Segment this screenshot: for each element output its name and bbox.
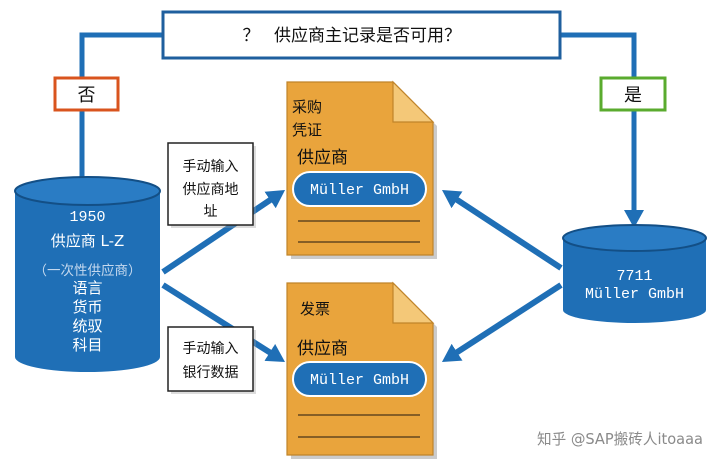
vendor-field-reconciliation: 统驭 xyxy=(72,317,102,335)
vendor-name-pill-text: Müller GmbH xyxy=(310,182,409,199)
callout-box xyxy=(167,326,254,392)
callout-box xyxy=(167,142,254,226)
arrow-master-to-purchase-order xyxy=(442,189,563,271)
vendor-name-pill xyxy=(292,361,427,397)
document-vendor-label: 供应商 xyxy=(297,148,348,168)
callout-line-1: 手动输入 xyxy=(183,341,239,357)
label-yes-box: 是 xyxy=(599,76,667,112)
vendor-name-pill xyxy=(292,171,427,207)
arrow-onetime-to-purchase-order xyxy=(161,189,286,275)
document-title-line-2: 凭证 xyxy=(292,121,322,139)
connector-yes-branch xyxy=(560,32,644,228)
vendor-name-text: 供应商 L-Z xyxy=(51,232,125,250)
cylinder-body xyxy=(15,191,160,373)
document-body xyxy=(286,81,434,256)
callout-line-2: 供应商地 xyxy=(183,181,239,198)
database-one-time-vendor: 1950 供应商 L-Z （一次性供应商） 语言 货币 统驭 科目 xyxy=(14,176,161,373)
cylinder-top xyxy=(14,176,161,206)
vendor-field-language: 语言 xyxy=(72,279,102,297)
label-no-box: 否 xyxy=(53,76,120,112)
purchase-order-document: 采购 凭证 供应商 Müller GmbH xyxy=(286,80,437,259)
callout-manual-address: 手动输入 供应商地 址 xyxy=(167,142,256,228)
document-vendor-label: 供应商 xyxy=(297,339,348,359)
arrow-onetime-to-invoice xyxy=(161,282,286,362)
master-vendor-name-text: Müller GmbH xyxy=(585,286,684,303)
arrow-master-to-invoice xyxy=(441,282,563,362)
document-title-line-1: 采购 xyxy=(292,98,322,116)
question-mark-text: ？ xyxy=(243,26,260,46)
document-title-line-1: 发票 xyxy=(300,300,330,318)
cylinder-top xyxy=(562,224,707,252)
question-box: ？ 供应商主记录是否可用？ xyxy=(161,10,562,60)
callout-line-1: 手动输入 xyxy=(183,159,239,175)
watermark-text: 知乎 @SAP搬砖人itoaaa xyxy=(537,430,703,448)
callout-line-3: 址 xyxy=(204,204,218,220)
question-text: 供应商主记录是否可用？ xyxy=(274,26,461,46)
document-fold xyxy=(392,281,435,324)
cylinder-body xyxy=(563,238,706,323)
vendor-field-currency: 货币 xyxy=(72,298,102,316)
question-box-frame xyxy=(161,10,562,60)
vendor-id-text: 1950 xyxy=(69,209,105,226)
label-no-text: 否 xyxy=(78,85,96,106)
callout-manual-bank-data: 手动输入 银行数据 xyxy=(167,326,256,394)
vendor-name-pill-text: Müller GmbH xyxy=(310,372,409,389)
database-vendor-master: 7711 Müller GmbH xyxy=(562,224,707,323)
connector-no-branch xyxy=(72,32,163,212)
vendor-note-text: （一次性供应商） xyxy=(34,262,142,279)
vendor-field-account: 科目 xyxy=(72,336,102,354)
document-fold xyxy=(392,80,435,123)
master-vendor-id-text: 7711 xyxy=(616,268,652,285)
invoice-document: 发票 供应商 Müller GmbH xyxy=(286,281,437,459)
callout-line-2: 银行数据 xyxy=(183,365,239,381)
label-yes-text: 是 xyxy=(624,85,642,106)
